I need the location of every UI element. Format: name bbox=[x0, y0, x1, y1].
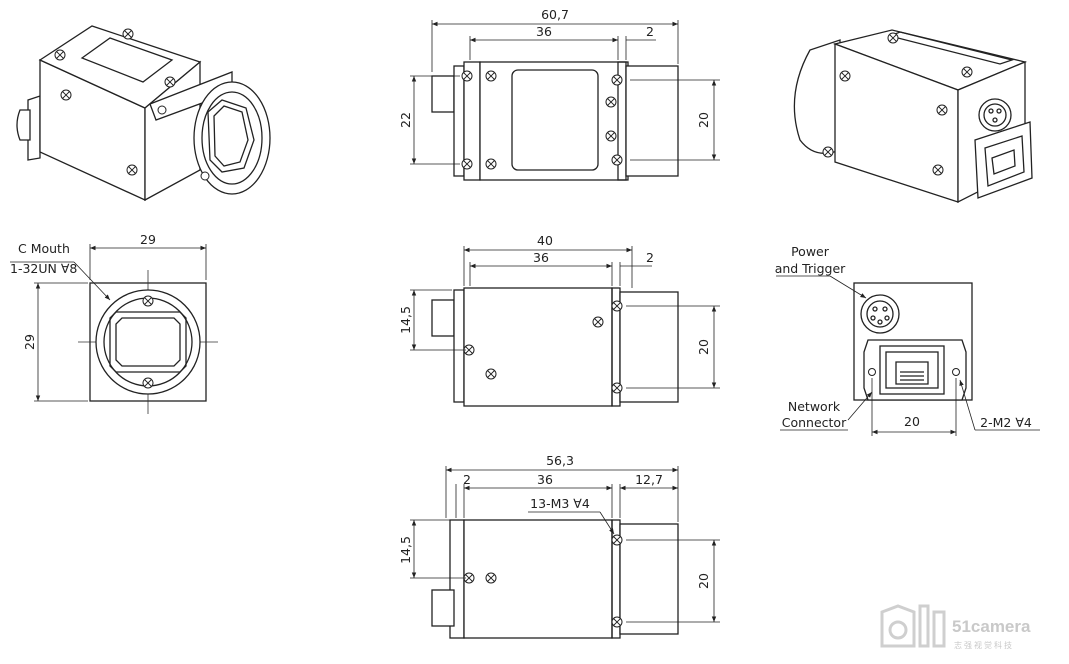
label-c-mouth: C Mouth bbox=[18, 241, 70, 256]
logo-name: 51camera bbox=[952, 617, 1031, 636]
logo-sub: 志强视觉科技 bbox=[954, 640, 1014, 650]
dim-bot-flange: 2 bbox=[463, 472, 471, 487]
label-network: Network bbox=[788, 399, 841, 414]
dim-bot-tail: 12,7 bbox=[635, 472, 663, 487]
dim-front-h: 29 bbox=[22, 334, 37, 350]
dim-bot-right-h: 20 bbox=[696, 573, 711, 589]
dim-mid-left-h: 14,5 bbox=[398, 306, 413, 334]
dim-top-left-h: 22 bbox=[398, 112, 413, 128]
front-view bbox=[10, 244, 218, 414]
dim-bot-left-h: 14,5 bbox=[398, 536, 413, 564]
label-connector: Connector bbox=[782, 415, 847, 430]
dim-bot-body: 36 bbox=[537, 472, 553, 487]
dim-top-body: 36 bbox=[536, 24, 552, 39]
back-view bbox=[776, 275, 1040, 436]
label-trigger: and Trigger bbox=[775, 261, 846, 276]
dim-top-flange: 2 bbox=[646, 24, 654, 39]
dim-back-w: 20 bbox=[904, 414, 920, 429]
dim-top-right-h: 20 bbox=[696, 112, 711, 128]
watermark-logo: 51camera 志强视觉科技 bbox=[880, 604, 1031, 650]
dim-top-total: 60,7 bbox=[541, 7, 569, 22]
label-m2: 2-M2 ∀4 bbox=[980, 415, 1032, 430]
dim-mid-body: 36 bbox=[533, 250, 549, 265]
side-view bbox=[410, 246, 720, 407]
iso-view-rear bbox=[793, 29, 1033, 204]
dim-mid-right-h: 20 bbox=[696, 339, 711, 355]
dim-mid-total: 40 bbox=[537, 233, 553, 248]
label-power: Power bbox=[791, 244, 830, 259]
bottom-view bbox=[410, 466, 720, 639]
dim-mid-flange: 2 bbox=[646, 250, 654, 265]
top-view bbox=[410, 20, 720, 181]
label-c-mouth-thread: 1-32UN ∀8 bbox=[10, 261, 77, 276]
dim-front-w: 29 bbox=[140, 232, 156, 247]
dim-bot-total: 56,3 bbox=[546, 453, 574, 468]
iso-view-front bbox=[16, 25, 271, 202]
dim-bot-thread: 13-M3 ∀4 bbox=[530, 496, 590, 511]
